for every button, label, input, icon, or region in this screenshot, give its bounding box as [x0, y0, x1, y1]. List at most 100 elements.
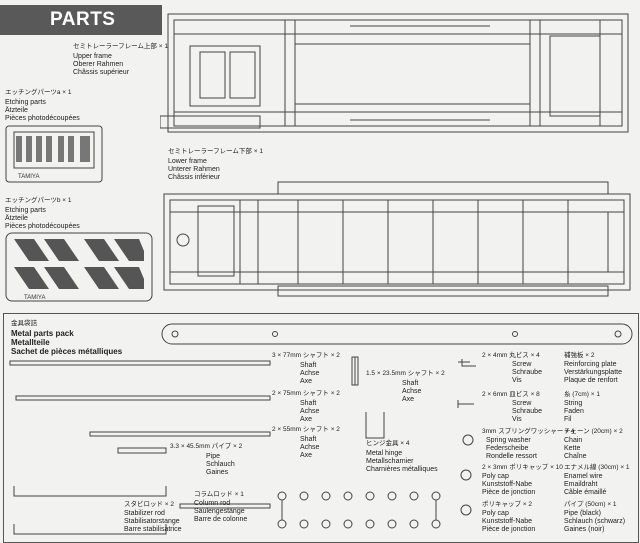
plate-de: Verstärkungsplatte: [564, 369, 622, 376]
etching-a-jp: エッチングパーツa × 1: [5, 89, 72, 96]
upper-frame-jp: セミトレーラーフレーム上部 × 1: [73, 43, 168, 50]
string-en: String: [564, 400, 583, 407]
column-de: Säulengestänge: [194, 508, 245, 515]
chain-de: Kette: [564, 445, 581, 452]
hinge-jp: ヒンジ金具 × 4: [366, 440, 410, 447]
etching-a-brand: TAMIYA: [18, 174, 39, 180]
pipe-45-jp: 3.3 × 45.5mm パイプ × 2: [170, 443, 243, 450]
screw-6-de: Schraube: [512, 408, 542, 415]
stabilizer-fr: Barre stabilisatrice: [124, 526, 182, 533]
etching-b-de: Ätzteile: [5, 215, 28, 222]
upper-frame-fr: Châssis supérieur: [73, 69, 130, 76]
shaft-23-jp: 1.5 × 23.5mm シャフト × 2: [366, 370, 445, 377]
polycap-10-de: Kunststoff-Nabe: [482, 481, 533, 488]
shaft-55-fr: Axe: [300, 452, 313, 459]
pipe-black-de: Schlauch (schwarz): [564, 518, 626, 525]
pipe-45-en: Pipe: [206, 453, 221, 460]
hinge-drawing: [365, 412, 385, 439]
screw-6-en: Screw: [512, 400, 532, 407]
upper-frame-drawing: [160, 13, 629, 133]
shaft-77-jp: 3 × 77mm シャフト × 2: [272, 352, 340, 359]
screw-6-jp: 2 × 6mm 皿ビス × 8: [482, 391, 540, 398]
plate-jp: 補強板 × 2: [564, 352, 595, 359]
plate-fr: Plaque de renfort: [564, 377, 618, 384]
string-fr: Fil: [564, 416, 572, 423]
screw-4-jp: 2 × 4mm 丸ビス × 4: [482, 352, 540, 359]
stabilizer-jp: スタビロッド × 2: [124, 501, 175, 508]
shaft-23-de: Achse: [402, 388, 422, 395]
shaft-75-jp: 2 × 75mm シャフト × 2: [272, 390, 340, 397]
etching-a-de: Ätzteile: [5, 107, 28, 114]
wire-jp: エナメル線 (30cm) × 1: [564, 464, 630, 471]
wire-fr: Câble émaillé: [564, 489, 607, 496]
polycap-2-en: Poly cap: [482, 510, 509, 517]
pipe-black-en: Pipe (black): [564, 510, 601, 517]
shaft-55-en: Shaft: [300, 436, 317, 443]
polycap-10-fr: Pièce de jonction: [482, 489, 536, 496]
washer-fr: Rondelle ressort: [486, 453, 537, 460]
washer-de: Federscheibe: [486, 445, 529, 452]
metal-pack-en: Metal parts pack: [11, 329, 74, 338]
etching-b-sheet: TAMIYA: [5, 232, 153, 302]
lower-frame-en: Lower frame: [168, 158, 207, 165]
upper-frame-de: Oberer Rahmen: [73, 61, 124, 68]
parts-header-bar: [0, 5, 162, 35]
column-en: Column rod: [194, 500, 231, 507]
column-fr: Barre de colonne: [194, 516, 248, 523]
pipe-45-drawing: [117, 447, 167, 454]
string-jp: 糸 (7cm) × 1: [564, 391, 600, 398]
pipe-45-fr: Gaines: [206, 469, 229, 476]
plate-en: Reinforcing plate: [564, 361, 617, 368]
shaft-75-drawing: [15, 395, 271, 401]
screw-6-fr: Vis: [512, 416, 522, 423]
lower-frame-fr: Châssis inférieur: [168, 174, 221, 181]
polycap-10-jp: 2 × 3mm ポリキャップ × 10: [482, 464, 563, 471]
shaft-77-drawing: [9, 360, 271, 366]
etching-b-en: Etching parts: [5, 207, 46, 214]
chain-en: Chain: [564, 437, 583, 444]
shaft-23-fr: Axe: [402, 396, 415, 403]
hinge-en: Metal hinge: [366, 450, 403, 457]
stabilizer-en: Stabilizer rod: [124, 510, 165, 517]
shaft-75-de: Achse: [300, 408, 320, 415]
lower-frame-jp: セミトレーラーフレーム下部 × 1: [168, 148, 263, 155]
stabilizer-drawing-1: [13, 486, 167, 497]
string-de: Faden: [564, 408, 584, 415]
shaft-55-jp: 2 × 55mm シャフト × 2: [272, 426, 340, 433]
hinge-de: Metallscharnier: [366, 458, 414, 465]
polycap-2-de: Kunststoff-Nabe: [482, 518, 533, 525]
reinforcing-plate-drawing: [161, 323, 633, 345]
washer-drawing: [462, 434, 474, 446]
shaft-23-en: Shaft: [402, 380, 419, 387]
polycap-10-drawing: [460, 469, 472, 481]
shaft-75-fr: Axe: [300, 416, 313, 423]
column-jp: コラムロッド × 1: [194, 491, 244, 498]
washer-en: Spring washer: [486, 437, 531, 444]
hinge-fr: Charnières métalliques: [366, 466, 438, 473]
chain-jp: チェーン (20cm) × 2: [564, 428, 623, 435]
metal-pack-fr: Sachet de pièces métalliques: [11, 347, 123, 356]
shaft-75-en: Shaft: [300, 400, 317, 407]
metal-pack-jp: 金具袋詰: [11, 320, 37, 327]
wire-en: Enamel wire: [564, 473, 603, 480]
shaft-77-en: Shaft: [300, 362, 317, 369]
upper-frame-en: Upper frame: [73, 53, 112, 60]
polycap-2-drawing: [460, 504, 472, 516]
screw-4-drawing: [458, 359, 476, 367]
polycap-2-jp: ポリキャップ × 2: [482, 501, 533, 508]
etching-a-sheet: TAMIYA: [5, 125, 103, 183]
chain-fr: Chaîne: [564, 453, 587, 460]
shaft-77-fr: Axe: [300, 378, 313, 385]
stabilizer-drawing-2: [13, 524, 167, 535]
washer-jp: 3mm スプリングワッシャー × 4: [482, 428, 575, 435]
screw-4-de: Schraube: [512, 369, 542, 376]
etching-b-jp: エッチングパーツb × 1: [5, 197, 72, 204]
etching-a-en: Etching parts: [5, 99, 46, 106]
stabilizer-de: Stabilisatorstange: [124, 518, 180, 525]
metal-pack-de: Metallteile: [11, 338, 50, 347]
polycap-grid: [277, 491, 441, 529]
shaft-55-drawing: [89, 431, 271, 437]
column-drawing: [179, 503, 271, 509]
pipe-black-fr: Gaines (noir): [564, 526, 605, 533]
